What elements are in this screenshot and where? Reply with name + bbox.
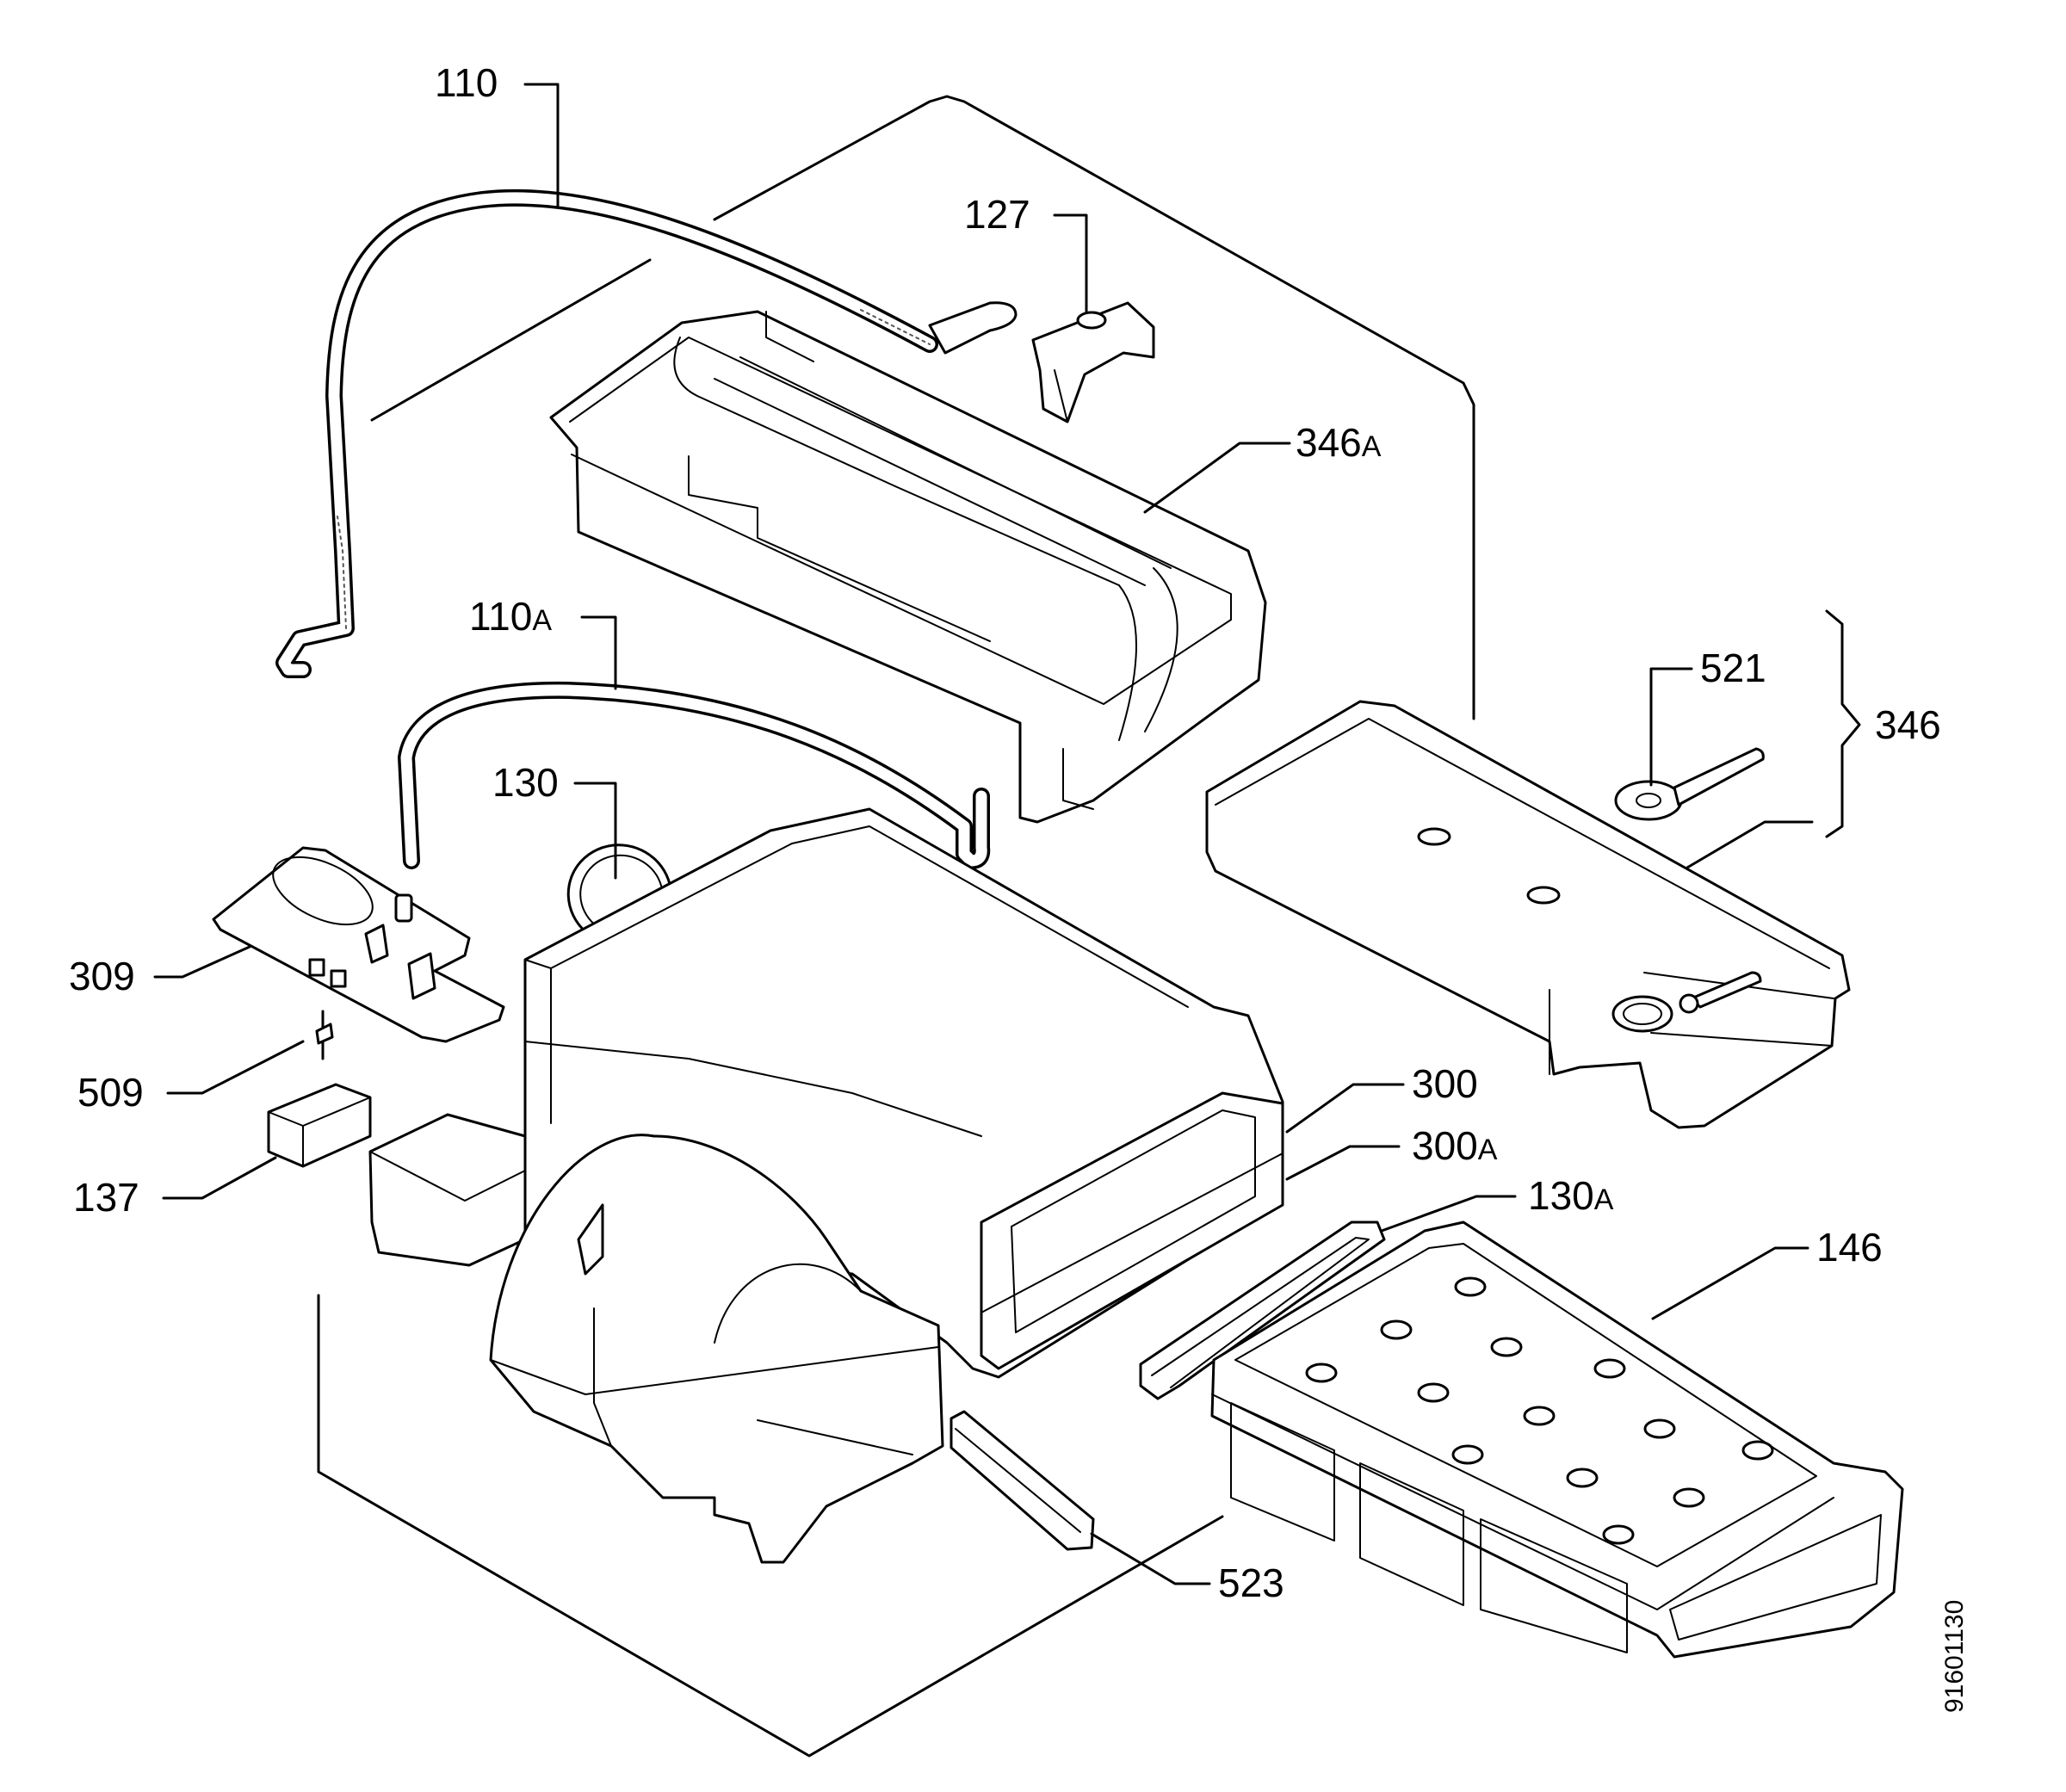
label-110a-suffix: A: [532, 604, 552, 637]
label-509: 509: [77, 1070, 144, 1115]
label-127: 127: [964, 192, 1030, 237]
label-137: 137: [73, 1175, 139, 1220]
label-300a-suffix: A: [1478, 1134, 1498, 1166]
upper-assembly-outline: [370, 95, 1475, 720]
label-110: 110: [435, 60, 498, 105]
pad-137: [267, 1083, 372, 1168]
filter-146: [1210, 1220, 1904, 1659]
label-300a-number: 300: [1412, 1123, 1478, 1168]
gasket-130a: [1139, 1220, 1386, 1400]
label-130a: 130A: [1528, 1173, 1614, 1218]
drip-tray: [368, 1113, 527, 1267]
label-346a: 346A: [1296, 420, 1382, 465]
control-plate-309: [212, 846, 505, 1043]
label-146: 146: [1816, 1225, 1883, 1270]
label-346a-suffix: A: [1362, 430, 1382, 463]
label-130a-suffix: A: [1594, 1183, 1614, 1216]
label-521: 521: [1700, 646, 1766, 690]
clip-127: [1031, 301, 1155, 423]
label-130: 130: [492, 760, 559, 805]
label-309: 309: [69, 954, 135, 998]
cap-521: [1614, 747, 1765, 821]
label-110a-number: 110: [469, 594, 532, 639]
label-300a: 300A: [1412, 1123, 1498, 1168]
drain-hose-110: [275, 188, 1018, 678]
sensor-pin-509: [315, 1010, 334, 1060]
label-110a: 110A: [469, 594, 552, 639]
label-346: 346: [1875, 702, 1941, 747]
part-labels: 110 127 346A 110A 521 346 130 309 509 30…: [69, 60, 1969, 1713]
label-130a-number: 130: [1528, 1173, 1594, 1218]
label-300: 300: [1412, 1061, 1478, 1106]
fan-housing: [489, 1134, 944, 1564]
strip-523: [949, 1410, 1095, 1551]
hose-110a: [398, 681, 991, 869]
label-346a-number: 346: [1296, 420, 1362, 465]
label-523: 523: [1218, 1560, 1284, 1605]
lower-assembly-outline: [317, 1294, 1224, 1758]
drawing-code: 91601130: [1940, 1600, 1969, 1713]
water-container-346: [1205, 700, 1851, 1129]
leader-lines: [153, 83, 1861, 1585]
container-housing-346a: [549, 310, 1267, 824]
